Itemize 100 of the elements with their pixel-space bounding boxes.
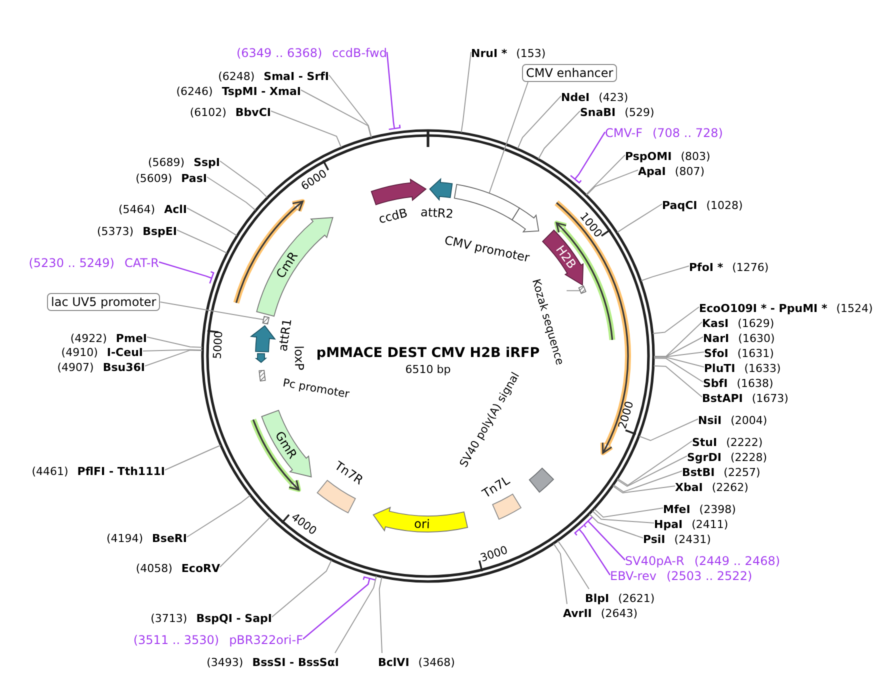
scale-number: 2000	[616, 400, 637, 430]
enzyme-name: AclI	[164, 202, 187, 218]
enzyme-name: SbfI	[703, 376, 728, 392]
enzyme-name: PmeI	[116, 331, 147, 347]
feature-label: attR1	[276, 318, 294, 352]
feature-callout: lac UV5 promoter	[47, 293, 160, 311]
enzyme-name: SgrDI	[687, 450, 722, 466]
leader-line	[300, 90, 372, 138]
enzyme-name: BstBI	[682, 465, 715, 481]
feature-label: loxP	[292, 346, 306, 371]
cut-position: (2004)	[730, 413, 768, 429]
cut-position: (5373)	[97, 224, 134, 240]
plasmid-size: 6510 bp	[405, 363, 451, 376]
leader-line	[566, 290, 581, 292]
leader-line	[334, 576, 377, 654]
primer-position: (2449 .. 2468)	[694, 553, 780, 569]
primer-name: CMV-F	[605, 125, 642, 141]
enzyme-name: PaqCI	[662, 198, 698, 214]
cut-position: (2222)	[726, 435, 763, 451]
cut-position: (529)	[624, 105, 654, 121]
cut-position: (1276)	[732, 260, 769, 276]
feature-label: CMV promoter	[443, 233, 531, 265]
leader-line	[586, 170, 638, 196]
primer-name: ccdB-fwd	[332, 45, 387, 61]
leader-line	[616, 204, 662, 233]
primer-name: pBR322ori-F	[229, 632, 303, 648]
enzyme-name: AvrII	[563, 606, 592, 622]
leader-line	[272, 560, 332, 618]
enzyme-name: MfeI	[663, 502, 690, 518]
leader-line	[206, 176, 256, 211]
cut-position: (4058)	[136, 561, 172, 577]
cut-position: (1631)	[737, 346, 774, 362]
leader-line	[654, 358, 704, 382]
enzyme-name: BstAPI	[702, 391, 743, 407]
leader-line	[640, 266, 690, 282]
enzyme-name: NruI *	[471, 46, 508, 62]
primer-name: EBV-rev	[610, 568, 656, 584]
cut-position: (4910)	[61, 345, 98, 361]
cut-position: (2257)	[724, 465, 760, 481]
enzyme-name: NarI	[703, 331, 730, 347]
leader-line	[186, 208, 238, 236]
cut-position: (3713)	[150, 611, 188, 627]
cut-position: (1028)	[706, 198, 743, 214]
leader-line	[386, 51, 401, 130]
leader-line	[328, 74, 372, 138]
leader-line	[517, 96, 562, 150]
enzyme-name: PflFI - Tth111I	[77, 464, 165, 480]
enzyme-name: NsiI	[698, 413, 722, 429]
primer-position: (6349 .. 6368)	[236, 45, 322, 61]
leader-line	[592, 510, 654, 524]
leader-line	[553, 543, 568, 604]
leader-line	[616, 456, 688, 487]
cut-position: (2398)	[699, 502, 736, 518]
leader-line	[613, 470, 682, 492]
leader-line	[146, 336, 203, 348]
cut-position: (423)	[598, 90, 628, 106]
feature-label: Tn7L	[480, 473, 512, 501]
cut-position: (5609)	[136, 171, 172, 187]
leader-line	[570, 131, 606, 184]
leader-line	[538, 110, 580, 160]
cut-position: (1633)	[744, 361, 781, 377]
primer-position: (5230 .. 5249)	[28, 255, 114, 271]
enzyme-name: XbaI	[675, 480, 703, 496]
leader-line	[557, 540, 590, 590]
enzyme-name: BlpI	[585, 591, 610, 607]
enzyme-name: BbvCI	[235, 105, 271, 121]
cut-position: (1638)	[736, 376, 774, 392]
feature-label: Pc promoter	[282, 376, 350, 402]
enzyme-name: SfoI	[704, 346, 728, 362]
enzyme-name: BseRI	[152, 531, 187, 547]
enzyme-name: PspOMI	[625, 149, 672, 165]
enzyme-name: KasI	[702, 316, 729, 332]
cut-position: (3493)	[206, 655, 244, 671]
cut-position: (6248)	[218, 69, 255, 85]
scale-number: 5000	[211, 330, 226, 360]
leader-line	[654, 356, 704, 368]
feature-label: ccdB	[377, 206, 409, 227]
cut-position: (2621)	[618, 591, 655, 607]
leader-line	[638, 418, 698, 442]
cut-position: (1524)	[836, 301, 873, 317]
leader-line	[164, 444, 221, 470]
enzyme-name: StuI	[692, 435, 718, 451]
leader-line	[176, 230, 228, 254]
cut-position: (803)	[680, 149, 710, 165]
cut-position: (5464)	[118, 202, 156, 218]
leader-line	[158, 261, 214, 284]
cut-position: (1630)	[738, 331, 775, 347]
cut-position: (2431)	[674, 532, 711, 548]
enzyme-name: PsiI	[643, 532, 666, 548]
cut-position: (2411)	[692, 517, 728, 533]
enzyme-name: EcoRV	[181, 561, 220, 577]
primer-position: (2503 .. 2522)	[666, 568, 752, 584]
cut-position: (6102)	[190, 105, 226, 121]
cut-position: (1629)	[738, 316, 774, 332]
enzyme-name: SnaBI	[580, 105, 616, 121]
enzyme-name: ApaI	[638, 164, 666, 180]
cut-position: (6246)	[176, 84, 213, 100]
cut-position: (2643)	[600, 606, 638, 622]
cut-position: (2262)	[712, 480, 748, 496]
enzyme-name: PluTI	[704, 361, 736, 377]
